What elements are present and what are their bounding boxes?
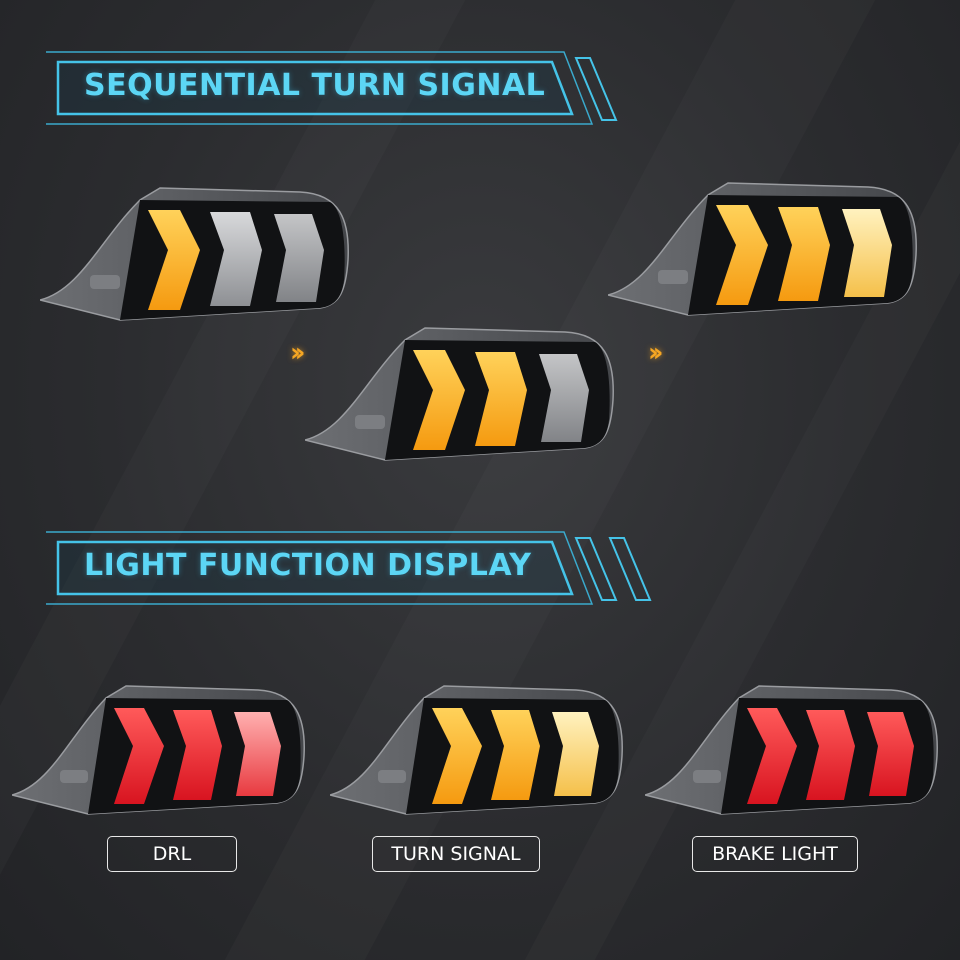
banner-frame [46, 51, 618, 125]
tail-lamp-brake-light [645, 680, 945, 825]
tail-lamp-step-1 [40, 180, 360, 330]
tail-lamp-step-2 [305, 320, 625, 470]
sequential-turn-signal-banner: SEQUENTIAL TURN SIGNAL [44, 50, 624, 130]
double-chevron-right-icon: ›› [290, 338, 306, 368]
light-function-display-banner: LIGHT FUNCTION DISPLAY [44, 530, 664, 610]
double-chevron-right-icon: ›› [648, 338, 664, 368]
tail-lamp-graphic [40, 187, 349, 321]
tail-lamp-graphic [645, 685, 938, 815]
turn-signal-label: TURN SIGNAL [372, 836, 540, 872]
tail-lamp-graphic [305, 327, 614, 461]
tail-lamp-graphic [608, 182, 917, 316]
tail-lamp-graphic [330, 685, 623, 815]
tail-lamp-graphic [12, 685, 305, 815]
brake-light-label: BRAKE LIGHT [692, 836, 858, 872]
banner-frame [46, 531, 652, 605]
drl-label: DRL [107, 836, 237, 872]
tail-lamp-drl [12, 680, 312, 825]
section-title: SEQUENTIAL TURN SIGNAL [84, 68, 546, 103]
section-title: LIGHT FUNCTION DISPLAY [84, 548, 532, 583]
tail-lamp-turn-signal [330, 680, 630, 825]
tail-lamp-step-3 [608, 175, 928, 325]
